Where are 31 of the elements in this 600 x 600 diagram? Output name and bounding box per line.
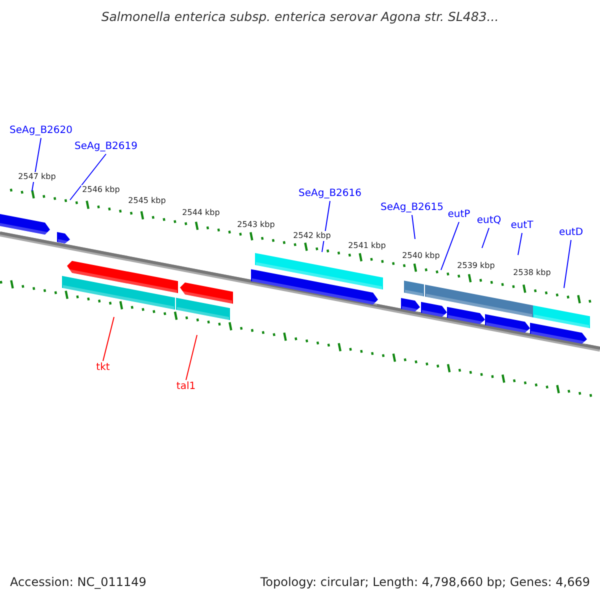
position-label: 2541 kbp [347,241,387,251]
position-label: 2543 kbp [236,220,276,230]
position-label: 2542 kbp [292,231,332,241]
gene-label: eutD [558,227,584,239]
position-label: 2540 kbp [401,251,441,261]
leader-line [440,222,460,270]
position-label: 2547 kbp [17,172,57,182]
gene-label: SeAg_B2616 [298,188,362,200]
gene-label: SeAg_B2619 [74,141,138,153]
leader-line [186,334,198,380]
position-label: 2546 kbp [81,185,121,195]
gene-label: SeAg_B2620 [10,125,72,137]
leader-line [412,214,416,240]
info-text: Topology: circular; Length: 4,798,660 bp; Genes: 4,669 [260,574,590,591]
gene-label: eutT [510,220,534,232]
leader-line [564,240,572,288]
gene-label: SeAg_B2615 [380,202,444,214]
leader-line [518,232,522,256]
info-text: Accession: NC_011149 [10,574,146,591]
leader-line [102,316,114,362]
gene-label: eutP [448,209,470,221]
gene-label: tal1 [176,381,196,393]
leader-line [70,154,106,200]
position-label: 2545 kbp [127,196,167,206]
title: Salmonella enterica subsp. enterica serovar Agona str. SL483... [100,8,500,26]
gene-label: tkt [96,362,110,374]
position-label: 2539 kbp [456,261,496,271]
leader-line [482,228,490,248]
position-label: 2544 kbp [181,208,221,218]
gene-label: eutQ [476,215,502,227]
position-label: 2538 kbp [512,268,552,278]
